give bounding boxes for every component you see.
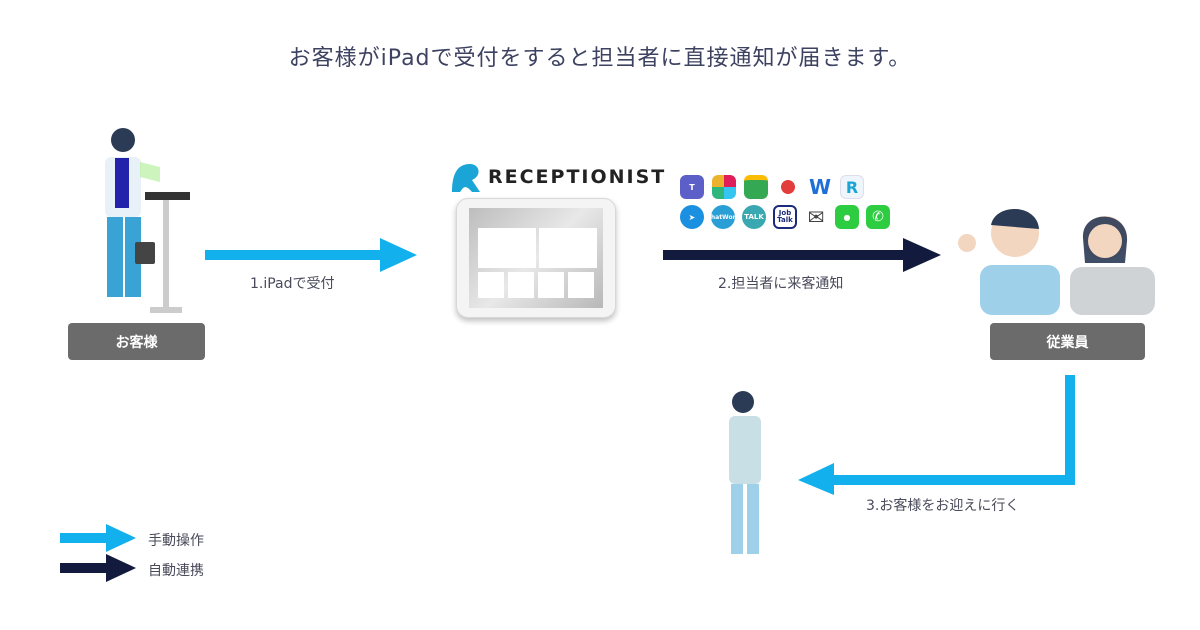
legend-manual-label: 手動操作: [148, 533, 204, 549]
customer-illustration: [105, 128, 190, 313]
phone-icon: ✆: [866, 205, 890, 229]
slack-icon: [712, 175, 736, 199]
mail-icon: ✉: [804, 205, 828, 229]
step2-label: 2.担当者に来客通知: [718, 276, 844, 292]
auto-arrow-step2: [663, 238, 941, 272]
receptionist-logo: RECEPTIONIST: [448, 160, 666, 194]
legend-manual-arrow: [60, 524, 136, 552]
manual-arrow-step1: [205, 238, 417, 272]
step3-label: 3.お客様をお迎えに行く: [866, 498, 1020, 514]
page-title: お客様がiPadで受付をすると担当者に直接通知が届きます。: [288, 46, 912, 71]
customer-label: お客様: [68, 323, 205, 360]
teams-icon: T: [680, 175, 704, 199]
google-chat-icon: [744, 175, 768, 199]
employee-label: 従業員: [990, 323, 1145, 360]
legend-auto-arrow: [60, 554, 136, 582]
sms-icon: ●: [835, 205, 859, 229]
manual-arrow-step3: [798, 375, 1075, 495]
logo-text: RECEPTIONIST: [488, 166, 667, 188]
w-app-icon: W: [808, 175, 832, 199]
receptionist-logo-icon: [452, 164, 480, 192]
ipad-device: [456, 198, 616, 318]
employee-walking-illustration: [729, 391, 761, 554]
lineworks-icon: ➤: [680, 205, 704, 229]
integration-icons-row1: T W R: [680, 175, 864, 199]
integration-icons-row2: ➤ ChatWork TALK Job Talk ✉ ● ✆: [680, 205, 890, 229]
receptionist-app-icon: R: [840, 175, 864, 199]
legend-auto-label: 自動連携: [148, 563, 204, 579]
jobtalk-icon: Job Talk: [773, 205, 797, 229]
employees-illustration: [958, 208, 1155, 315]
step1-label: 1.iPadで受付: [250, 276, 335, 292]
talk-icon: TALK: [742, 205, 766, 229]
workplace-icon: [776, 175, 800, 199]
chatwork-icon: ChatWork: [706, 205, 740, 229]
